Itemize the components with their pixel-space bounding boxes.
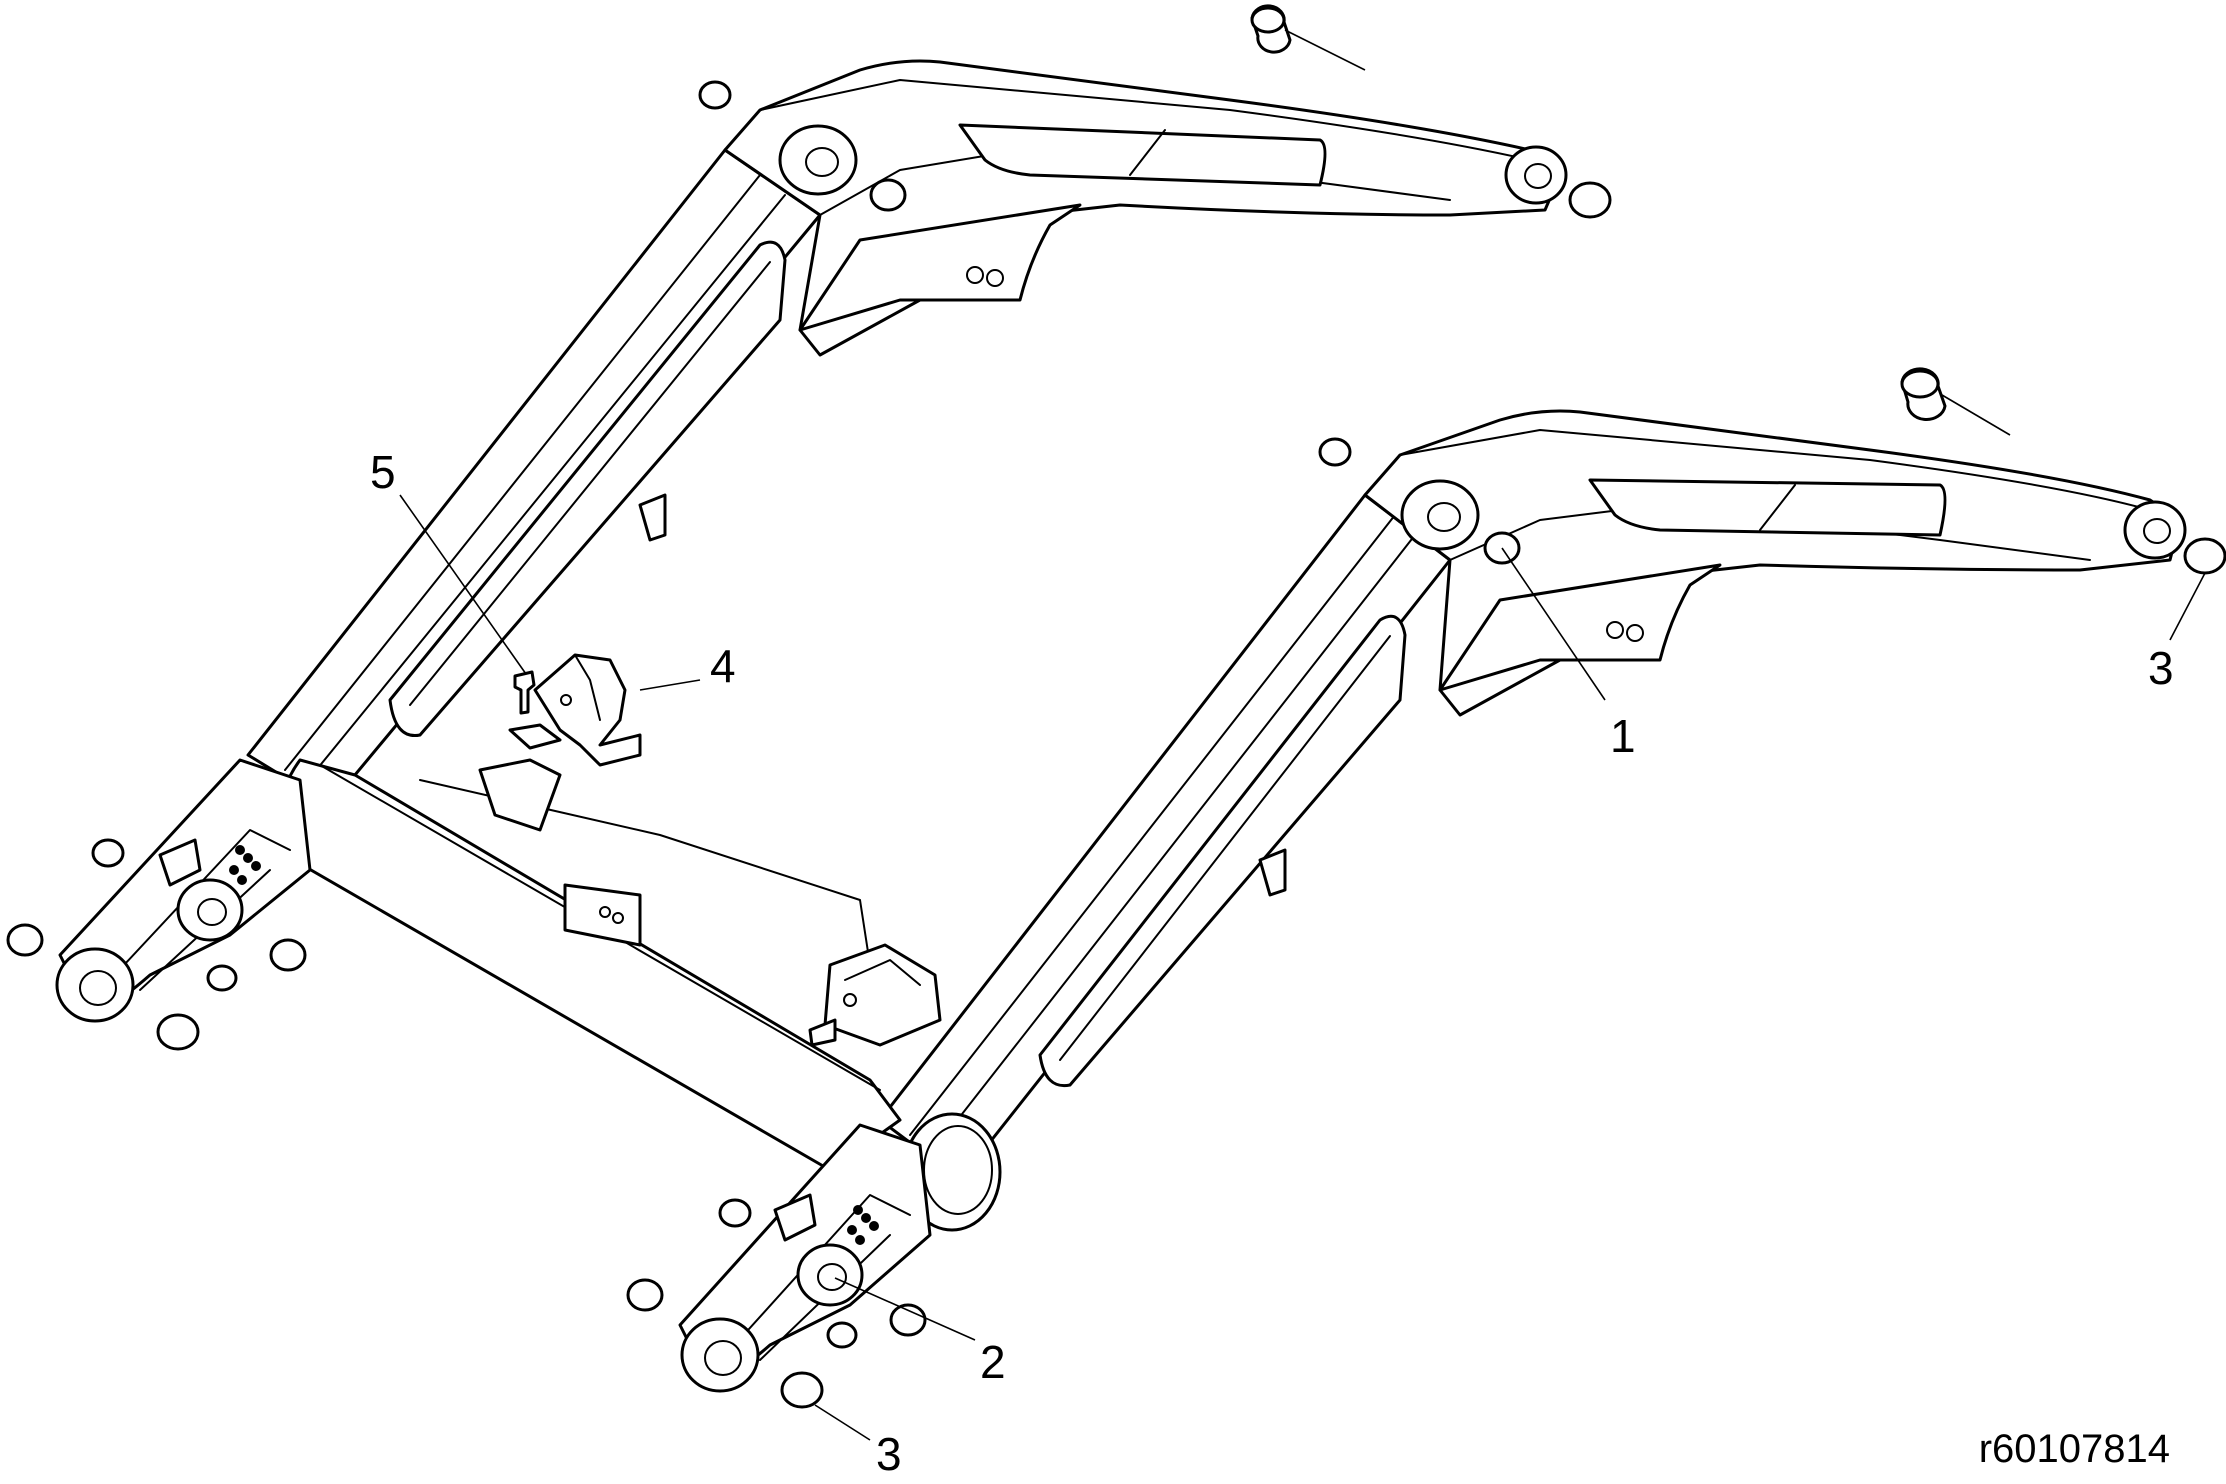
leader-3-bottom	[814, 1404, 871, 1441]
clip-bracket	[533, 653, 642, 767]
callout-3-bottom: 3	[876, 1428, 902, 1480]
bushing	[1900, 367, 1947, 422]
right-bucket-pivot	[2123, 500, 2187, 560]
right-mount-hole-pattern	[847, 1205, 879, 1245]
left-boom-arm	[246, 59, 1568, 807]
bushing	[1568, 181, 1612, 219]
bushing	[718, 1198, 752, 1228]
left-pivot-boss	[778, 124, 858, 196]
callout-2: 2	[980, 1336, 1006, 1388]
bushing	[780, 1371, 824, 1409]
right-boom-arm	[878, 409, 2187, 1182]
bushing	[156, 1013, 200, 1051]
bushing	[869, 178, 907, 212]
bushing	[889, 1303, 927, 1337]
left-mount-main-pivot	[176, 878, 244, 942]
right-gooseneck-window	[1588, 478, 1947, 537]
left-bucket-pivot	[1504, 145, 1568, 205]
left-arm-mount-plate	[798, 203, 1082, 332]
center-plate	[563, 883, 642, 947]
bolt	[513, 670, 536, 715]
callouts: 1 2 3 3 4 5	[370, 446, 2174, 1480]
cross-tube-body	[278, 758, 902, 1172]
right-frame-mount	[678, 1123, 932, 1393]
callout-4: 4	[710, 640, 736, 692]
leader-right-top-bushing	[1941, 394, 2011, 436]
right-mount-main-pivot	[796, 1243, 864, 1307]
right-arm-tube	[878, 493, 1452, 1182]
bushing	[626, 1278, 664, 1312]
leader-top-bushing	[1284, 29, 1366, 71]
cross-tube	[278, 493, 1287, 1232]
bushing	[2183, 537, 2226, 575]
bushing	[1318, 437, 1352, 467]
left-mount-hole-pattern	[229, 845, 261, 885]
callout-1: 1	[1610, 710, 1636, 762]
right-cross-bracket	[823, 943, 942, 1047]
left-gooseneck-window	[958, 123, 1327, 187]
bushing	[6, 923, 44, 957]
left-frame-mount	[55, 758, 312, 1023]
right-arm-mount-plate	[1438, 563, 1722, 692]
callout-5: 5	[370, 446, 396, 498]
left-mount-lower-pivot	[55, 947, 135, 1023]
leader-3-right	[2169, 572, 2206, 641]
right-pivot-boss	[1400, 479, 1480, 551]
right-mount-lower-pivot	[680, 1317, 760, 1393]
bushing	[269, 938, 307, 972]
left-arm-tube	[246, 148, 822, 807]
bushing	[91, 838, 125, 868]
leader-2	[834, 1277, 976, 1341]
leader-5	[399, 494, 527, 675]
bushing	[1250, 4, 1292, 54]
figure-id: r60107814	[1979, 1427, 2170, 1471]
bushing	[698, 80, 732, 110]
leader-lines	[399, 29, 2206, 1441]
leader-1	[1501, 547, 1606, 701]
leader-4	[639, 679, 701, 691]
callout-3-right: 3	[2148, 642, 2174, 694]
clip-bracket-foot	[508, 723, 562, 750]
clip-bracket-assembly	[508, 653, 642, 767]
